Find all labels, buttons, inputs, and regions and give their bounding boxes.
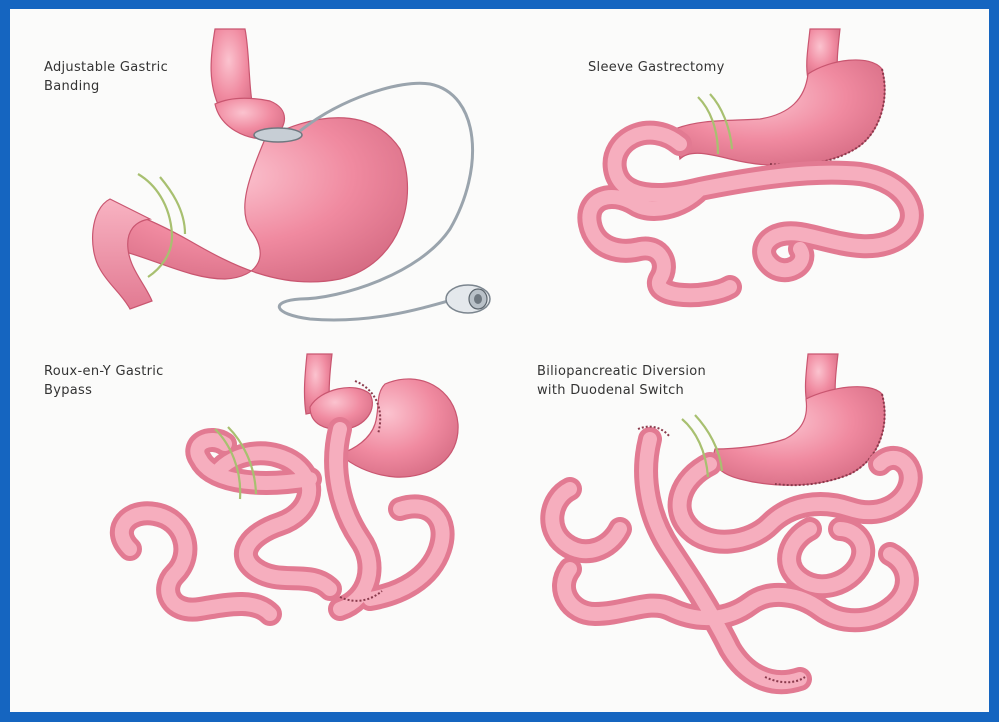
label-line: Sleeve Gastrectomy: [588, 58, 725, 77]
label-line: with Duodenal Switch: [537, 381, 706, 400]
label-line: Biliopancreatic Diversion: [537, 362, 706, 381]
gastric-band: [254, 128, 302, 142]
label-sleeve-gastrectomy: Sleeve Gastrectomy: [588, 58, 725, 77]
label-line: Roux-en-Y Gastric: [44, 362, 164, 381]
surgery-illustrations: [10, 9, 989, 712]
label-adjustable-gastric-banding: Adjustable Gastric Banding: [44, 58, 168, 96]
biliopancreatic-diversion-drawing: [552, 354, 911, 682]
roux-en-y-drawing: [122, 354, 458, 614]
sleeve-stomach: [714, 387, 885, 485]
access-port: [446, 285, 490, 313]
label-roux-en-y-gastric-bypass: Roux-en-Y Gastric Bypass: [44, 362, 164, 400]
label-line: Bypass: [44, 381, 164, 400]
label-line: Banding: [44, 77, 168, 96]
stomach: [115, 118, 408, 282]
illustration-canvas: Adjustable Gastric Banding Sleeve Gastre…: [10, 9, 989, 712]
label-biliopancreatic-diversion: Biliopancreatic Diversion with Duodenal …: [537, 362, 706, 400]
label-line: Adjustable Gastric: [44, 58, 168, 77]
